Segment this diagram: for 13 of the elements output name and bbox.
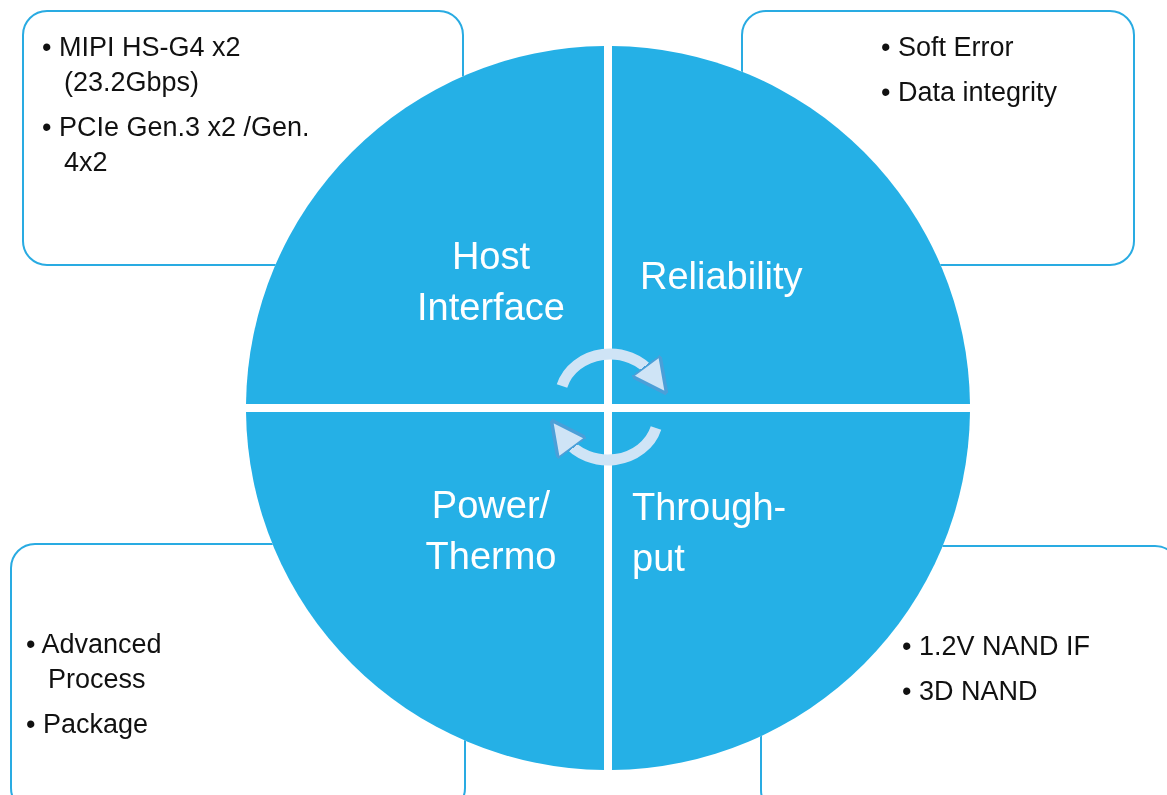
- quadrant-title: Through- put: [632, 485, 788, 582]
- bullet-text: • Advanced Process: [26, 628, 163, 697]
- bullet-text: • MIPI HS-G4 x2 (23.2Gbps): [42, 31, 242, 100]
- bullet-text: • Data integrity: [881, 76, 1059, 110]
- bullet-text: • Package: [26, 708, 150, 742]
- bullet-text: • 1.2V NAND IF: [902, 630, 1091, 663]
- bullet-text: • Soft Error: [881, 31, 1015, 64]
- quadrant-title: Reliability: [640, 254, 804, 299]
- quadrant-title: Host Interface: [416, 234, 566, 331]
- text-card: [760, 545, 1167, 795]
- quadrant-title: Power/ Thermo: [424, 483, 558, 580]
- bullet-text: • PCIe Gen.3 x2 /Gen. 4x2: [42, 111, 311, 180]
- bullet-text: • 3D NAND: [902, 675, 1039, 709]
